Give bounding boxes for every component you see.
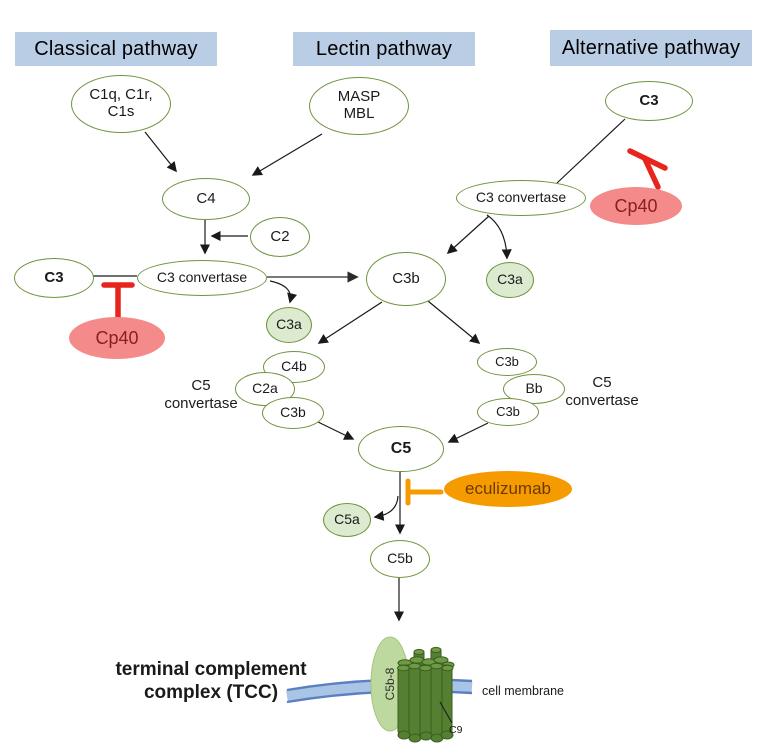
node-c3-alternative: C3: [605, 81, 693, 121]
node-cp40-right: Cp40: [590, 187, 682, 225]
arrow-c3b-to-left-complex: [317, 301, 383, 344]
node-c5b: C5b: [370, 540, 430, 578]
arrow-masp-to-c4: [251, 133, 323, 176]
node-c5: C5: [358, 426, 444, 472]
node-masp-mbl: MASP MBL: [309, 77, 409, 135]
node-cp40-left: Cp40: [69, 317, 165, 359]
label-terminal-complement-complex: terminal complement complex (TCC): [115, 659, 307, 704]
header-alternative-label: Alternative pathway: [561, 36, 741, 59]
node-c3-convertase-left: C3 convertase: [137, 260, 267, 296]
node-c3b-right-top: C3b: [477, 348, 537, 376]
node-c3-convertase-right: C3 convertase: [456, 180, 586, 216]
node-c4: C4: [162, 178, 250, 220]
node-c3a-right: C3a: [486, 262, 534, 298]
node-c3a-left: C3a: [266, 307, 312, 343]
eculizumab-block-icon: [405, 478, 444, 506]
header-classical-pathway: Classical pathway: [15, 32, 217, 66]
node-c5a: C5a: [323, 503, 371, 537]
arrows: [93, 118, 626, 622]
cp40-left-block-icon: [101, 282, 135, 321]
node-eculizumab: eculizumab: [444, 471, 572, 507]
label-c5-convertase-left: C5 convertase: [164, 377, 238, 412]
cp40-right-block-icon: [627, 148, 668, 190]
arrow-c3convertase-to-c3a: [269, 280, 298, 304]
label-c5-convertase-right: C5 convertase: [565, 374, 639, 409]
arrow-c3b-to-right-complex: [427, 300, 481, 344]
arrow-left-complex-to-c5: [317, 421, 355, 440]
arrow-c3convertase-right-to-c3b: [446, 215, 490, 255]
label-c9: C9: [449, 724, 463, 736]
header-classical-label: Classical pathway: [34, 37, 198, 60]
line-c3alt-to-c3convertase: [556, 118, 626, 184]
header-alternative-pathway: Alternative pathway: [550, 30, 752, 66]
node-c3b: C3b: [366, 252, 446, 306]
arrow-c1q-to-c4: [144, 131, 177, 173]
node-c3-left: C3: [14, 258, 94, 298]
arrow-c3convertase-right-to-c3a: [486, 214, 512, 260]
node-c3b-right-bottom: C3b: [477, 398, 539, 426]
node-c3b-left-complex: C3b: [262, 397, 324, 429]
label-c5b-8: C5b-8: [382, 667, 397, 701]
c9-pointer-line: [439, 701, 453, 724]
label-cell-membrane: cell membrane: [482, 684, 564, 698]
header-lectin-pathway: Lectin pathway: [293, 32, 475, 66]
node-c2: C2: [250, 217, 310, 257]
arrow-right-complex-to-c5: [447, 422, 489, 443]
arrow-c5-to-c5a: [373, 495, 399, 521]
node-c1q-c1r-c1s: C1q, C1r, C1s: [71, 75, 171, 133]
c9-pore-cylinders: [397, 646, 455, 743]
header-lectin-label: Lectin pathway: [315, 37, 453, 60]
